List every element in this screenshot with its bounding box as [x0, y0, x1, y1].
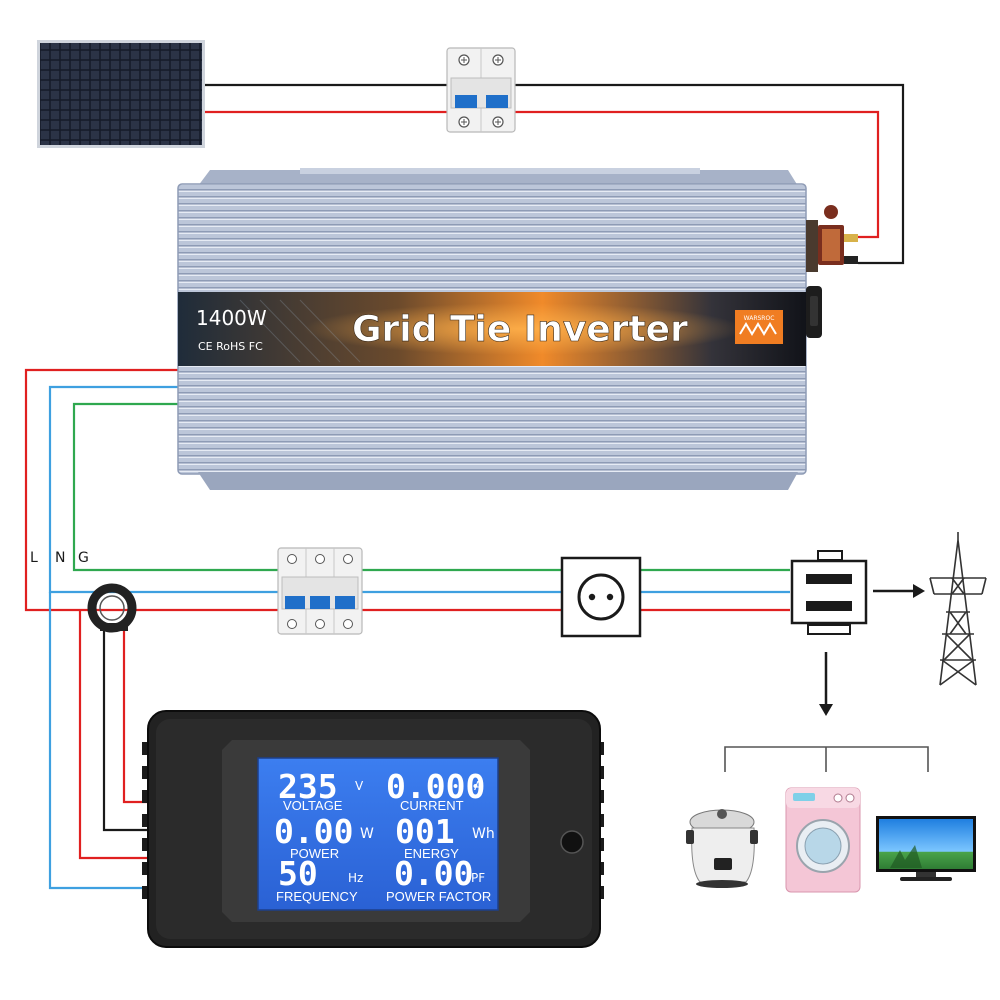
dc-terminal-icon [806, 205, 858, 272]
meter-live-sense [78, 610, 148, 860]
television-icon [876, 816, 976, 881]
voltage-unit: V [355, 779, 364, 793]
energy-value: 001 [395, 812, 455, 851]
inverter-power-rating: 1400W [196, 306, 267, 330]
ct-black-wire [102, 628, 148, 832]
current-value: 0.000 [386, 767, 485, 806]
grid-meter-icon [790, 550, 868, 635]
svg-text:WARSROC: WARSROC [744, 315, 775, 322]
wire-label-ground: G [78, 550, 89, 566]
ac-breaker-icon [277, 547, 363, 635]
solar-panel-icon [37, 40, 205, 148]
wire-label-neutral: N [55, 550, 65, 566]
wall-socket-icon [560, 556, 642, 638]
frequency-unit: Hz [348, 871, 363, 885]
power-unit: W [360, 826, 374, 842]
voltage-label: VOLTAGE [283, 798, 343, 813]
dc-breaker-icon [446, 47, 516, 133]
power-factor-value: 0.00 [394, 854, 473, 893]
neutral-wire [48, 385, 282, 594]
inverter-certifications: CE RoHS FC [198, 340, 263, 353]
power-value: 0.00 [274, 812, 353, 851]
brand-logo-icon: WARSROC [735, 310, 783, 344]
wire-label-line: L [30, 550, 38, 566]
frequency-value: 50 [278, 854, 318, 893]
ct-red-wire [122, 628, 148, 804]
meter-neutral-sense [48, 592, 148, 890]
dc-negative-wire [205, 83, 905, 265]
dc-wiring [205, 83, 905, 265]
power-label: POWER [290, 846, 339, 861]
voltage-value: 235 [278, 767, 338, 806]
ground-wire [72, 402, 282, 572]
power-factor-label: POWER FACTOR [386, 889, 491, 904]
load-distribution-bracket [724, 746, 929, 772]
frequency-label: FREQUENCY [276, 889, 358, 904]
ac-output-connector-icon [806, 286, 822, 338]
energy-label: ENERGY [404, 846, 459, 861]
inverter-title: Grid Tie Inverter [352, 309, 688, 350]
rice-cooker-icon [686, 809, 758, 888]
inverter: 1400W CE RoHS FC Grid Tie Inverter WARSR… [177, 168, 858, 490]
current-unit: A [474, 779, 483, 793]
reset-button[interactable] [560, 830, 584, 854]
current-label: CURRENT [400, 798, 464, 813]
power-pylon-icon [929, 532, 987, 686]
power-factor-unit: PF [471, 871, 485, 885]
lcd-screen [257, 757, 499, 911]
washing-machine-icon [785, 787, 861, 893]
live-wire [24, 368, 282, 612]
arrow-down-icon [819, 652, 833, 716]
current-transformer-icon [87, 583, 137, 633]
arrow-right-icon [873, 584, 925, 598]
energy-unit: Wh [472, 826, 495, 842]
dc-positive-wire [205, 110, 880, 239]
ac-wiring [24, 368, 790, 890]
energy-monitor: 235 V VOLTAGE 0.000 A CURRENT 0.00 W POW… [142, 710, 604, 948]
